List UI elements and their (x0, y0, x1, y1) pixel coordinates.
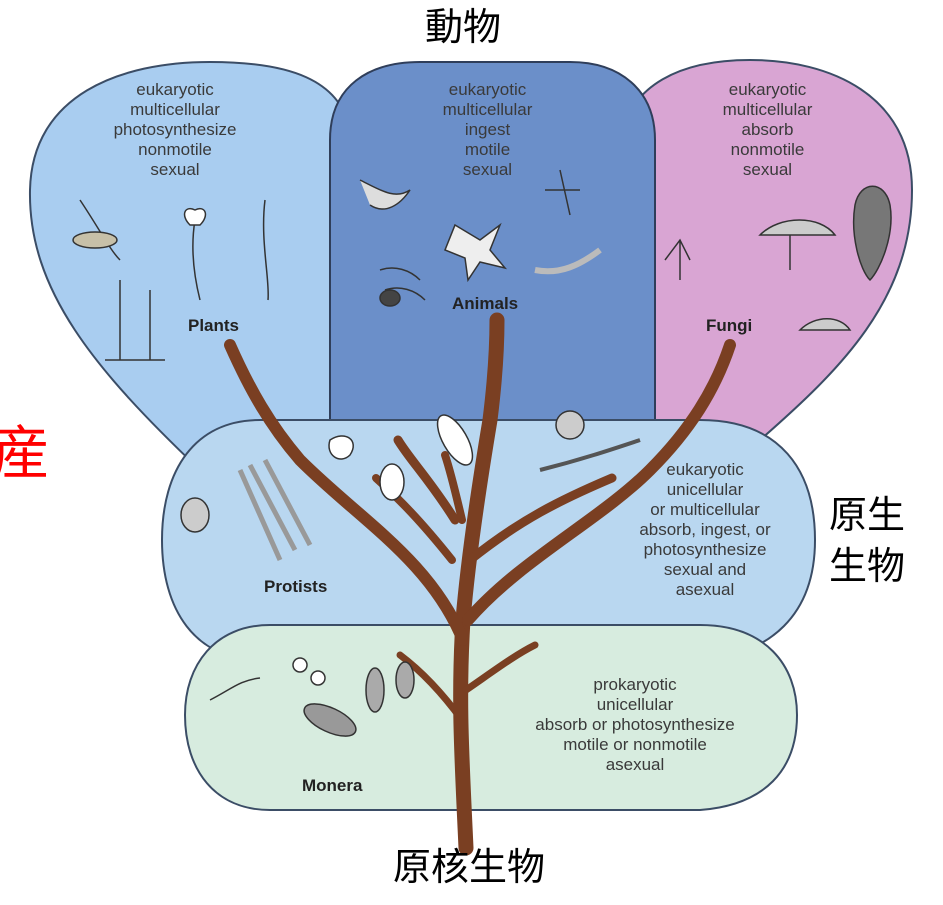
monera-name: Monera (302, 776, 362, 796)
fungi-trait-2: multicellular (680, 100, 855, 120)
fungi-trait-5: sexual (680, 160, 855, 180)
animals-traits: eukaryotic multicellular ingest motile s… (400, 80, 575, 180)
plants-trait-2: multicellular (85, 100, 265, 120)
plants-traits: eukaryotic multicellular photosynthesize… (85, 80, 265, 180)
label-prokaryotes-jp: 原核生物 (393, 846, 545, 890)
label-left-partial-jp: 産 (0, 420, 50, 487)
plants-trait-5: sexual (85, 160, 265, 180)
fungi-name: Fungi (706, 316, 752, 336)
plants-trait-3: photosynthesize (85, 120, 265, 140)
animals-trait-4: motile (400, 140, 575, 160)
label-animals-jp: 動物 (425, 6, 501, 50)
monera-trait-1: prokaryotic (500, 675, 770, 695)
monera-trait-2: unicellular (500, 695, 770, 715)
monera-trait-3: absorb or photosynthesize (500, 715, 770, 735)
label-protists-jp-line2: 生物 (829, 545, 905, 589)
fungi-trait-3: absorb (680, 120, 855, 140)
fungi-trait-1: eukaryotic (680, 80, 855, 100)
label-protists-jp-line1: 原生 (829, 494, 905, 538)
fungi-trait-4: nonmotile (680, 140, 855, 160)
monera-trait-5: asexual (500, 755, 770, 775)
monera-traits: prokaryotic unicellular absorb or photos… (500, 675, 770, 775)
animals-trait-3: ingest (400, 120, 575, 140)
fungi-traits: eukaryotic multicellular absorb nonmotil… (680, 80, 855, 180)
protists-trait-1: eukaryotic (600, 460, 810, 480)
protists-trait-2: unicellular (600, 480, 810, 500)
protists-trait-3: or multicellular (600, 500, 810, 520)
animals-trait-2: multicellular (400, 100, 575, 120)
monera-trait-4: motile or nonmotile (500, 735, 770, 755)
protists-trait-7: asexual (600, 580, 810, 600)
plants-trait-1: eukaryotic (85, 80, 265, 100)
plants-name: Plants (188, 316, 239, 336)
animals-trait-1: eukaryotic (400, 80, 575, 100)
protists-trait-6: sexual and (600, 560, 810, 580)
animals-trait-5: sexual (400, 160, 575, 180)
animals-name: Animals (452, 294, 518, 314)
protists-name: Protists (264, 577, 327, 597)
protists-trait-5: photosynthesize (600, 540, 810, 560)
protists-trait-4: absorb, ingest, or (600, 520, 810, 540)
plants-trait-4: nonmotile (85, 140, 265, 160)
protists-traits: eukaryotic unicellular or multicellular … (600, 460, 810, 600)
